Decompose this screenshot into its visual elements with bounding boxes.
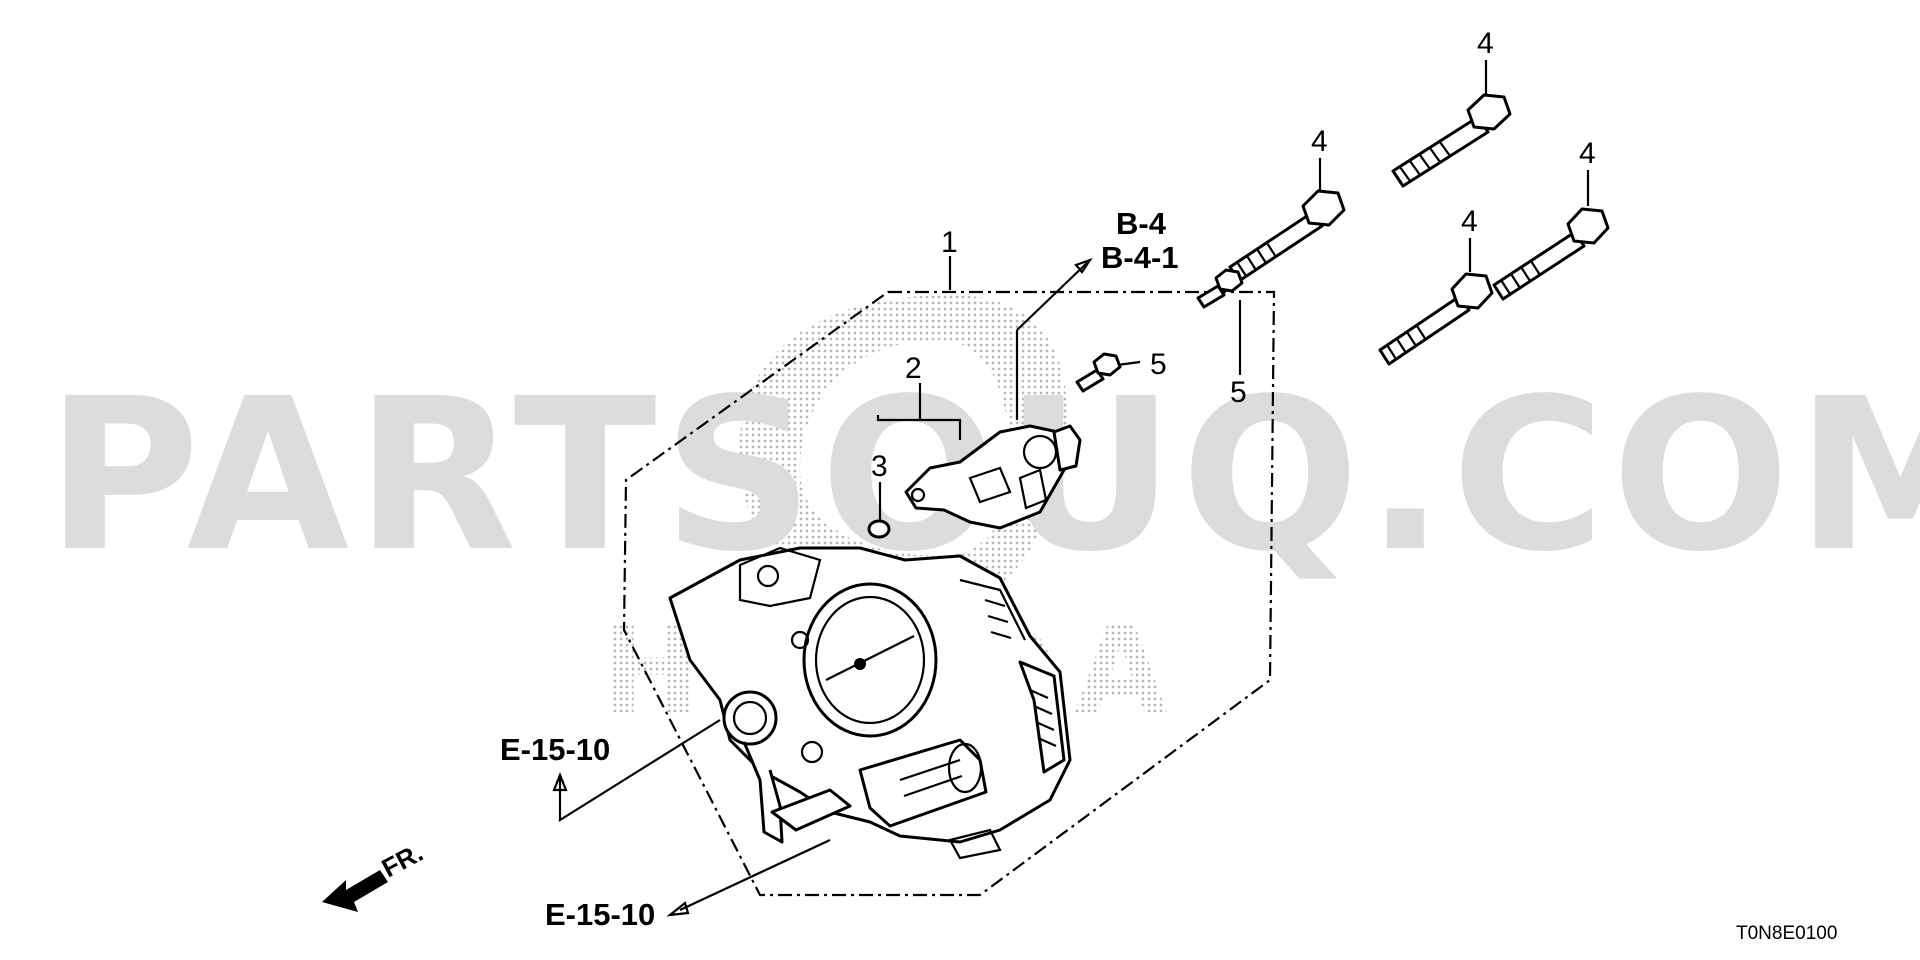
assembly-boundary: [622, 290, 1276, 897]
bolt-5-left: [1075, 352, 1122, 393]
front-direction-arrow-icon: [322, 870, 388, 912]
bolt-4-middle: [1378, 272, 1494, 366]
ref-b41: B-4-1: [1101, 240, 1179, 275]
callout-4-middle: 4: [1461, 205, 1478, 238]
bolt-4-top: [1391, 93, 1512, 188]
bolt-4-right: [1492, 207, 1610, 301]
throttle-position-sensor: [904, 424, 1082, 530]
o-ring: [867, 519, 891, 539]
ref-e1510-bottom: E-15-10: [545, 897, 655, 932]
callout-5-left: 5: [1150, 348, 1167, 381]
bolt-5-right: [1196, 268, 1244, 309]
callout-1: 1: [941, 226, 958, 259]
ref-b4: B-4: [1116, 206, 1167, 241]
leader-lines: [552, 60, 1590, 917]
callout-5-right: 5: [1230, 376, 1247, 409]
callout-4-left: 4: [1311, 125, 1328, 158]
bolt-4-left: [1228, 189, 1346, 283]
front-label: FR.: [377, 837, 428, 883]
throttle-body: [668, 546, 1072, 860]
callout-4-top: 4: [1477, 27, 1494, 60]
front-direction-marker: FR.: [322, 837, 428, 912]
callout-3: 3: [871, 450, 888, 483]
diagram-code: T0N8E0100: [1736, 923, 1837, 944]
callout-4-right: 4: [1579, 137, 1596, 170]
ref-e1510-left: E-15-10: [500, 732, 610, 767]
callout-2: 2: [905, 352, 922, 385]
